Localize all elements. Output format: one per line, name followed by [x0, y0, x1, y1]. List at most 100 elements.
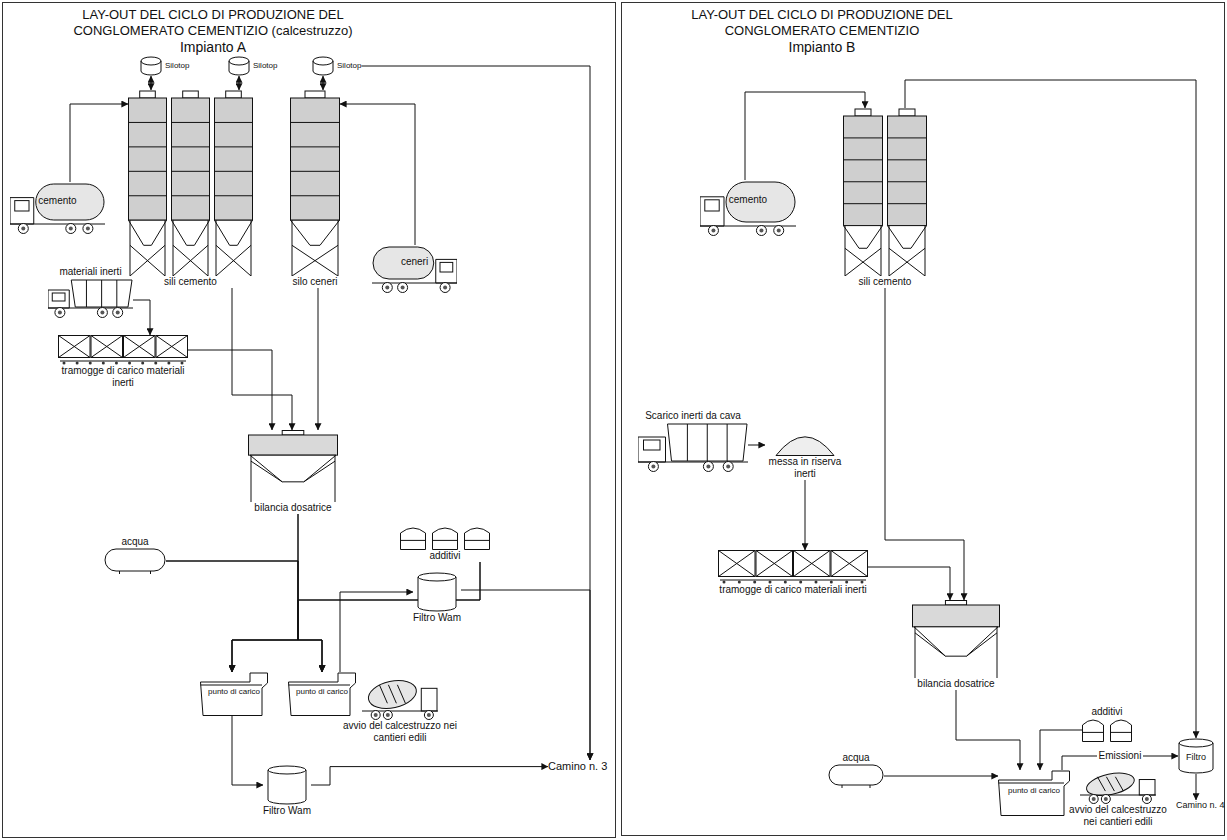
hopper-bay [756, 551, 793, 577]
aggregate-hoppers: tramogge di carico materiali inerti [718, 550, 868, 596]
node-label: avvio del calcestruzzo nei cantieri edil… [335, 720, 465, 744]
node-label: Filtro Wam [263, 805, 311, 817]
flow-line [1062, 756, 1178, 770]
wheel-hub [706, 465, 710, 469]
dump-rib [707, 424, 708, 461]
additive-tanks-drawing [400, 526, 490, 550]
conveyor-roller [154, 362, 157, 365]
wheel-hub [385, 286, 389, 290]
silotop-filter-drawing [228, 56, 250, 76]
node-label: punto di carico [206, 687, 262, 697]
water-tank-drawing [104, 548, 166, 574]
stack-label: Camino n. 3 [548, 760, 607, 773]
flow-line [461, 590, 590, 760]
scale-top [282, 431, 304, 436]
cement-truck-drawing [700, 180, 796, 236]
aggregate-truck-drawing [48, 278, 133, 318]
wheel [382, 283, 392, 293]
wheel-hub [427, 713, 431, 717]
silo-ring [215, 171, 253, 172]
wheel [1142, 795, 1151, 804]
cement-silos-drawing [843, 108, 927, 276]
conveyor-roller [784, 581, 787, 584]
flow-line [318, 288, 319, 430]
additive-tank [433, 528, 458, 550]
dump-box [668, 424, 748, 461]
conveyor-roller [815, 581, 818, 584]
hopper-brace [91, 336, 123, 358]
silo-ring [129, 195, 167, 196]
wheel [648, 462, 658, 472]
water-tank-body [829, 765, 883, 785]
truck-cab [638, 437, 666, 462]
flow-line [323, 76, 324, 90]
scale-box [249, 435, 338, 455]
plant-name: Impianto A [43, 39, 383, 56]
scale-legs [251, 455, 335, 502]
silo-cone [215, 220, 253, 245]
cab-window [52, 293, 65, 301]
wheel [55, 308, 65, 318]
hopper-bay [794, 551, 831, 577]
dust-filter: Filtro Wam [413, 572, 461, 624]
flow-line [232, 716, 263, 785]
silo-cap [140, 91, 156, 98]
conveyor-belt [720, 580, 866, 581]
flow-line [340, 104, 415, 245]
wheel [113, 308, 123, 318]
hopper-bay [719, 551, 756, 577]
water-tank-drawing [828, 764, 884, 788]
additive-tank [465, 528, 490, 550]
wheel-hub [1104, 797, 1108, 801]
silo-ring [172, 195, 210, 196]
conveyor-roller [115, 362, 118, 365]
wheel [1089, 795, 1098, 804]
tank-feet [842, 785, 870, 788]
silo-body [215, 98, 253, 220]
hopper-brace [719, 551, 756, 577]
silotop-filter-drawing [312, 56, 334, 76]
mixer-truck: avvio del calcestruzzo nei cantieri edil… [335, 676, 465, 744]
batching-scale: bilancia dosatrice [248, 430, 338, 514]
dump-rib [727, 424, 728, 461]
loading-point: punto di carico [998, 770, 1070, 816]
title-text: LAY-OUT DEL CICLO DI PRODUZIONE DEL CONG… [43, 7, 383, 39]
silo-cone [844, 226, 883, 249]
node-label: Silotop [165, 61, 189, 71]
wheel [424, 711, 433, 720]
loading-edge [289, 685, 351, 686]
hopper-brace [124, 336, 156, 358]
hopper-brace [831, 551, 868, 577]
node-label: materiali inerti [59, 266, 121, 278]
node-label: tramogge di carico materiali inerti [719, 584, 866, 596]
flow-line [232, 562, 480, 672]
silo-cone [291, 220, 340, 245]
flow-line [188, 350, 272, 430]
mixer-truck: avvio del calcestruzzo nei cantieri edil… [1068, 770, 1168, 828]
aggregate-pile [776, 437, 834, 456]
additive-tanks: additivi [400, 526, 490, 562]
scale-box [913, 605, 1000, 627]
conveyor-roller [89, 362, 92, 365]
conveyor-roller [845, 581, 848, 584]
silo-cone [888, 226, 927, 249]
silo-cap [226, 91, 242, 98]
cylinder-body [229, 57, 249, 75]
additive-band [465, 540, 490, 541]
hopper-brace [156, 336, 188, 358]
flow-line [868, 567, 950, 600]
wheel [66, 224, 76, 234]
panel-title: LAY-OUT DEL CICLO DI PRODUZIONE DEL CONG… [642, 7, 1002, 56]
ash-truck: ceneri [372, 245, 457, 293]
node-label: acqua [121, 536, 148, 548]
wheel-hub [726, 465, 730, 469]
title-text: LAY-OUT DEL CICLO DI PRODUZIONE DEL CONG… [642, 7, 1002, 39]
silo-ring [129, 171, 167, 172]
flow-line [133, 300, 150, 335]
wheel [18, 224, 28, 234]
batching-scale-drawing [248, 430, 338, 502]
conveyor-roller [799, 581, 802, 584]
additive-tanks: additivi [1082, 706, 1132, 742]
quarry-truck: Scarico inerti da cava [638, 410, 748, 472]
dump-rib [116, 280, 117, 307]
